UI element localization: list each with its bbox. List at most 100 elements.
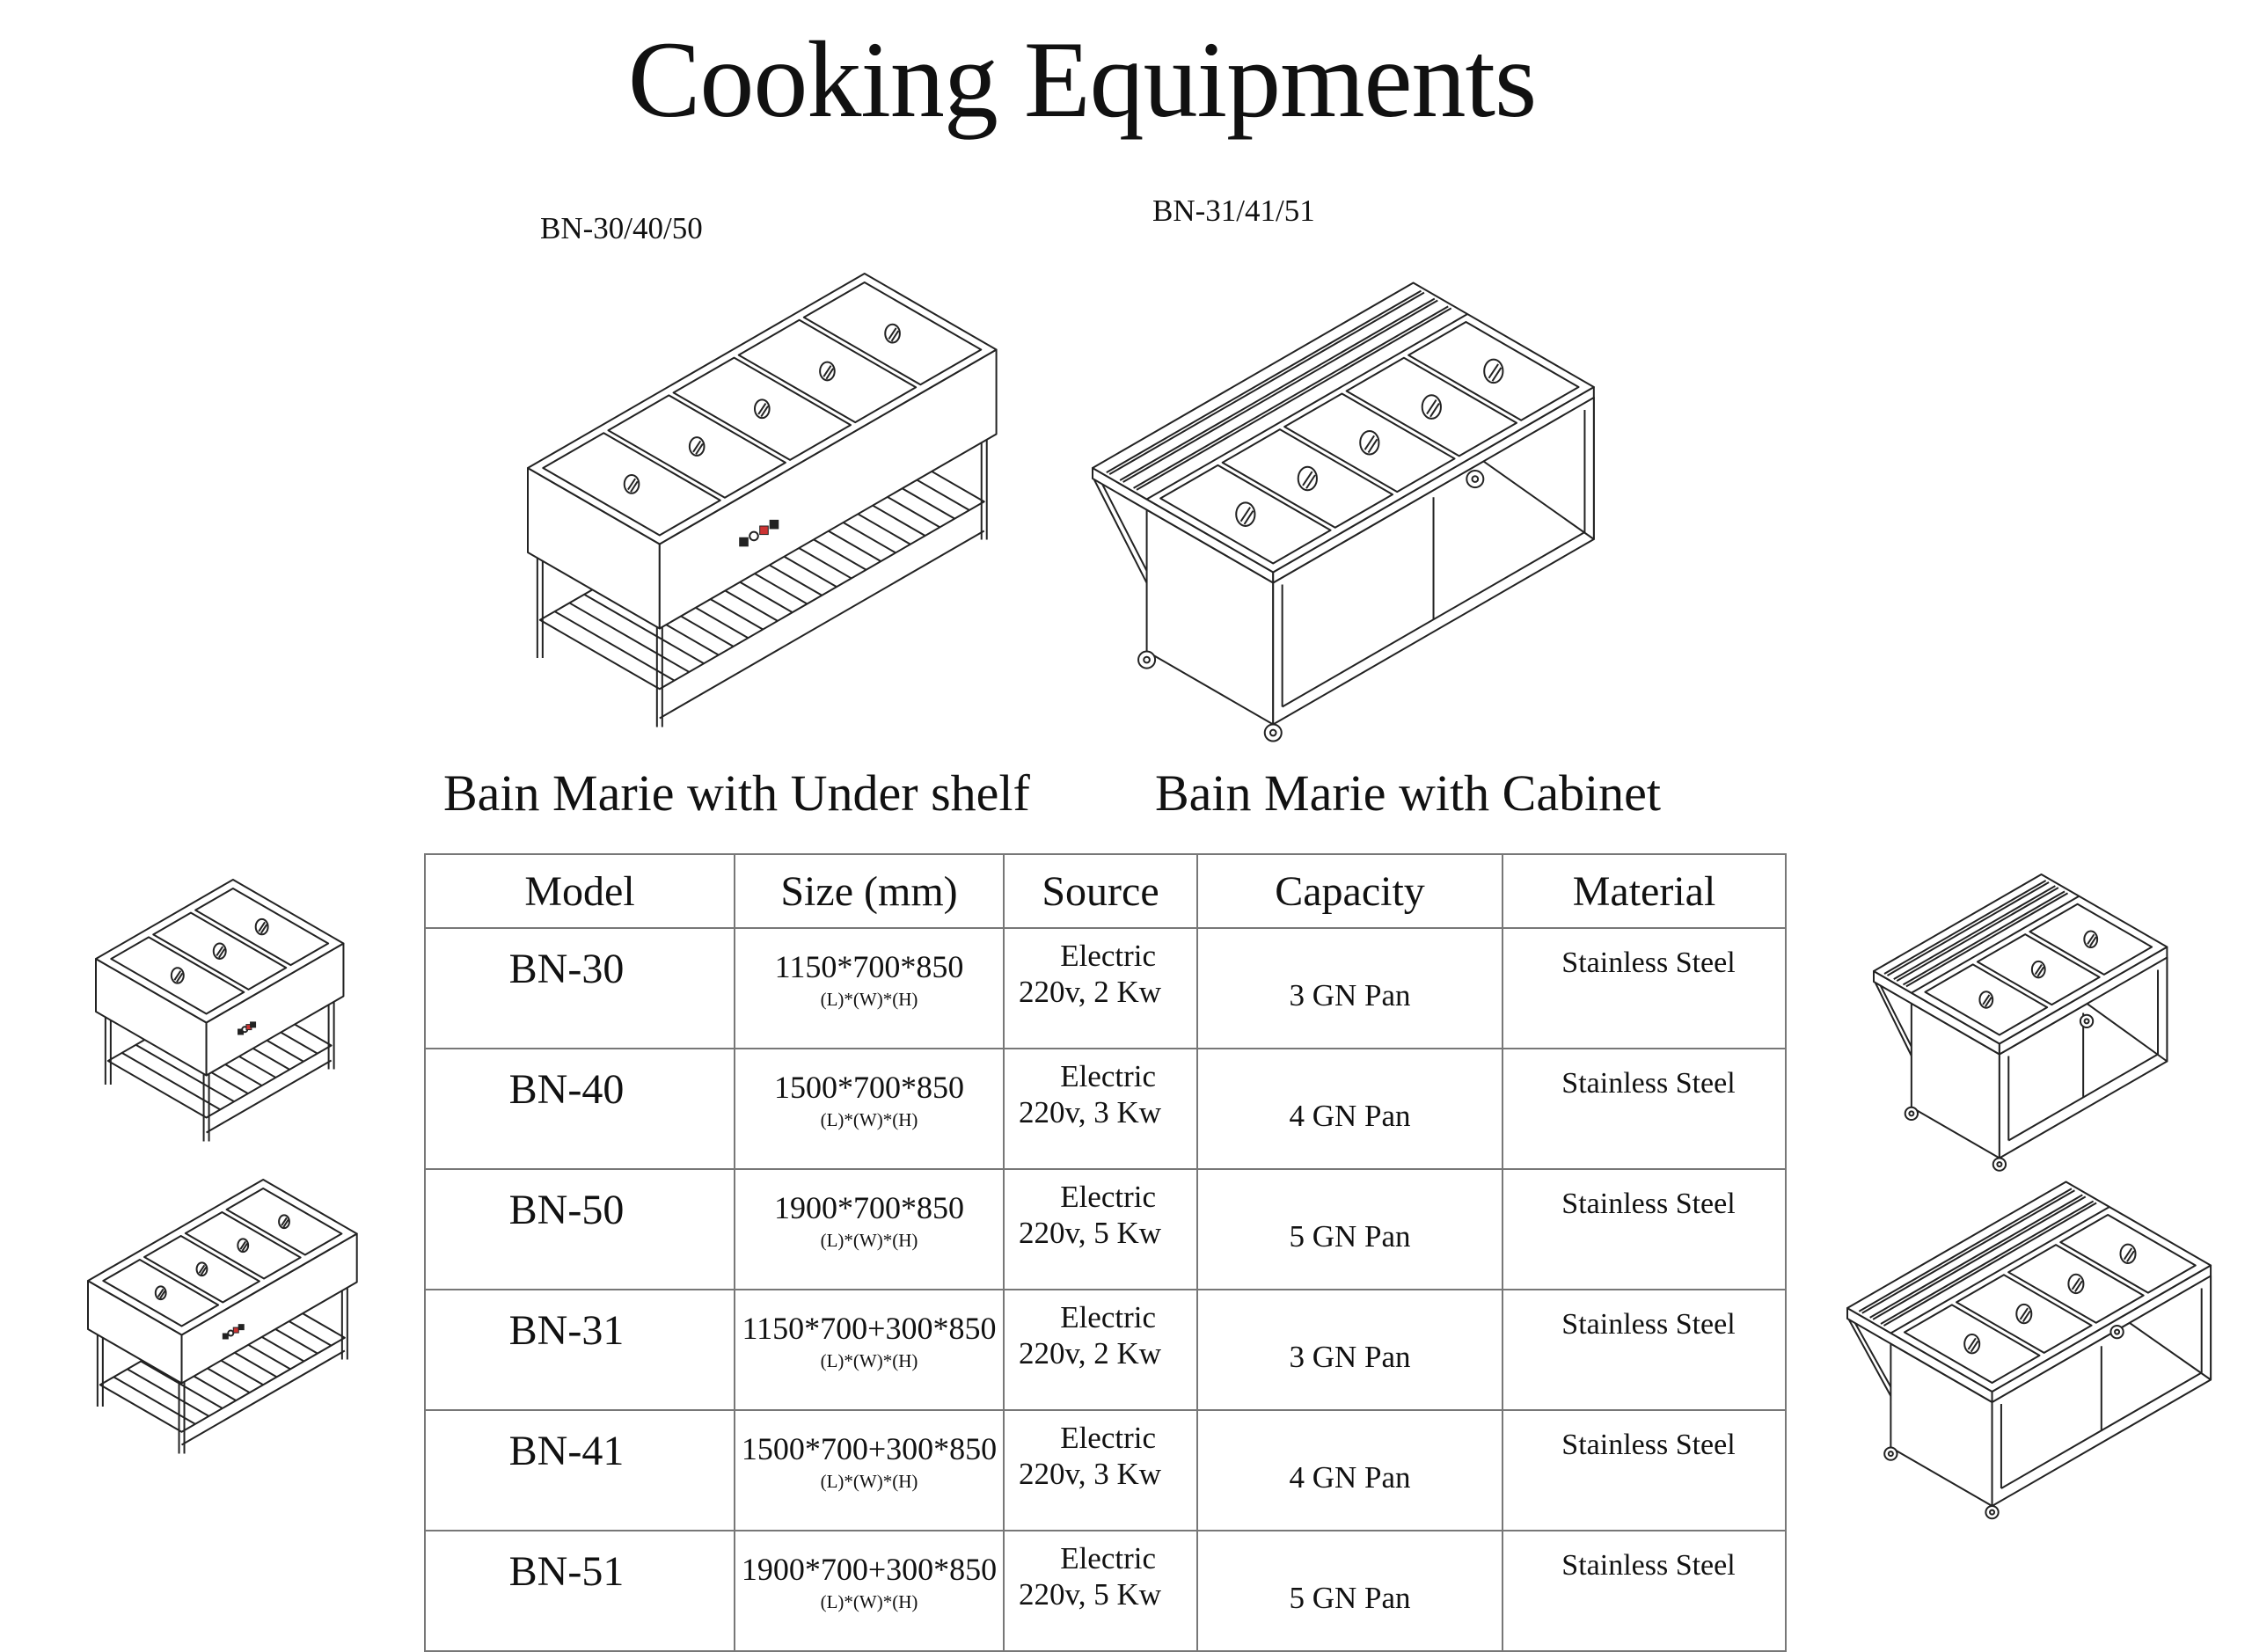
control-knob-icon xyxy=(769,519,779,530)
header-material: Material xyxy=(1502,853,1787,929)
cell-material: Stainless Steel xyxy=(1502,1530,1787,1652)
pan-knob-icon xyxy=(884,323,901,344)
top-surface xyxy=(527,273,998,545)
cell-material: Stainless Steel xyxy=(1502,1409,1787,1531)
caption-under-shelf: Bain Marie with Under shelf xyxy=(443,764,1030,822)
source-power: 220v, 5 Kw xyxy=(1019,1577,1162,1612)
tray-rail xyxy=(1893,885,2056,981)
under-shelf xyxy=(538,431,985,691)
door-handle xyxy=(2086,1383,2092,1398)
size-value: 1900*700+300*850 xyxy=(741,1552,998,1587)
cell-model: BN-30 xyxy=(424,927,735,1049)
cabinet-end-panel xyxy=(1910,1002,2000,1159)
top-surface xyxy=(1846,1181,2212,1393)
under-shelf xyxy=(99,1290,346,1433)
cell-material: Stainless Steel xyxy=(1502,1048,1787,1170)
pan-knob-icon xyxy=(1963,1334,1981,1355)
gn-pan xyxy=(225,1188,343,1256)
cell-model: BN-51 xyxy=(424,1530,735,1652)
header-size: Size (mm) xyxy=(734,853,1005,929)
top-edge-front xyxy=(1991,1264,2212,1403)
spec-table: Model Size (mm) Source Capacity Material… xyxy=(424,853,1787,1652)
cell-size: 1150*700+300*850 (L)*(W)*(H) xyxy=(734,1289,1005,1411)
gn-pan xyxy=(102,1259,220,1327)
source-type: Electric xyxy=(1060,1541,1156,1575)
front-panel xyxy=(205,942,345,1077)
tray-rail xyxy=(1106,289,1422,473)
gn-pan xyxy=(672,356,852,461)
pan-knob-icon xyxy=(2119,1243,2137,1264)
size-value: 1500*700+300*850 xyxy=(741,1431,998,1466)
pan-knob-icon xyxy=(2067,1273,2085,1295)
gn-pan xyxy=(1221,428,1394,529)
cabinet-side xyxy=(2116,1220,2212,1381)
pan-knob-icon xyxy=(1483,358,1504,384)
gn-pan xyxy=(110,936,245,1015)
control-knob-icon xyxy=(238,1028,245,1035)
gn-pan xyxy=(1903,1304,2041,1384)
table-header-row: Model Size (mm) Source Capacity Material xyxy=(424,853,1787,929)
control-knob-icon xyxy=(245,1024,252,1031)
source-type: Electric xyxy=(1060,1059,1156,1093)
source-power: 220v, 2 Kw xyxy=(1019,1336,1162,1371)
top-surface xyxy=(1092,281,1595,574)
cell-size: 1150*700*850(L)*(W)*(H) xyxy=(734,927,1005,1049)
source-power: 220v, 3 Kw xyxy=(1019,1095,1162,1129)
door-handle xyxy=(2110,1364,2117,1379)
cabinet-side xyxy=(1473,328,1595,540)
gn-pan xyxy=(2059,1214,2197,1294)
source-type: Electric xyxy=(1060,1300,1156,1334)
control-knob-icon xyxy=(241,1026,249,1034)
tray-rail xyxy=(1902,890,2066,986)
control-knob-icon xyxy=(232,1327,239,1334)
source-type: Electric xyxy=(1060,939,1156,973)
gn-pan xyxy=(1345,356,1518,457)
cell-model: BN-31 xyxy=(424,1289,735,1411)
caster-wheel-icon xyxy=(1466,470,1485,489)
thumb-cabinet-3-pan xyxy=(1873,874,2168,1172)
gn-pan xyxy=(184,1211,302,1280)
cell-size: 1500*700*850 (L)*(W)*(H) xyxy=(734,1048,1005,1170)
caster-wheel-icon xyxy=(1985,1505,2000,1520)
control-knob-icon xyxy=(238,1324,245,1331)
caster-wheel-icon xyxy=(2109,1325,2124,1340)
gn-pan xyxy=(1976,933,2101,1006)
cabinet-front xyxy=(1272,397,1595,726)
front-panel xyxy=(658,348,998,630)
caption-cabinet: Bain Marie with Cabinet xyxy=(1155,764,1662,822)
page-title: Cooking Equipments xyxy=(627,19,1538,140)
gn-pan xyxy=(2029,903,2153,976)
door-handle xyxy=(2093,1031,2099,1046)
size-dimension-note: (L)*(W)*(H) xyxy=(820,1109,918,1130)
gn-pan xyxy=(143,1235,260,1304)
size-value: 1500*700*850 xyxy=(774,1070,964,1105)
cabinet-front xyxy=(1991,1275,2212,1507)
pan-knob-icon xyxy=(1297,465,1318,492)
pan-knob-icon xyxy=(170,967,185,984)
door-handle xyxy=(1418,550,1424,569)
source-type: Electric xyxy=(1060,1180,1156,1214)
model-label-cabinet: BN-31/41/51 xyxy=(1152,194,1315,228)
pan-knob-icon xyxy=(1978,990,1994,1009)
end-panel xyxy=(87,1280,183,1385)
control-knob-icon xyxy=(749,530,759,542)
control-knob-icon xyxy=(222,1333,229,1340)
pan-knob-icon xyxy=(154,1285,167,1301)
front-panel xyxy=(180,1232,358,1385)
size-dimension-note: (L)*(W)*(H) xyxy=(820,1350,918,1371)
gn-pan xyxy=(2007,1244,2145,1324)
cell-material: Stainless Steel xyxy=(1502,927,1787,1049)
size-dimension-note: (L)*(W)*(H) xyxy=(820,1591,918,1612)
cabinet-end-panel xyxy=(1145,508,1275,726)
gn-pan xyxy=(152,911,288,990)
size-value: 1150*700+300*850 xyxy=(742,1311,997,1346)
top-surface xyxy=(1873,874,2168,1045)
top-edge-end xyxy=(1873,970,2000,1056)
cell-capacity: 3 GN Pan xyxy=(1196,927,1503,1049)
tray-rail xyxy=(1858,1188,2073,1312)
cell-material: Stainless Steel xyxy=(1502,1168,1787,1290)
